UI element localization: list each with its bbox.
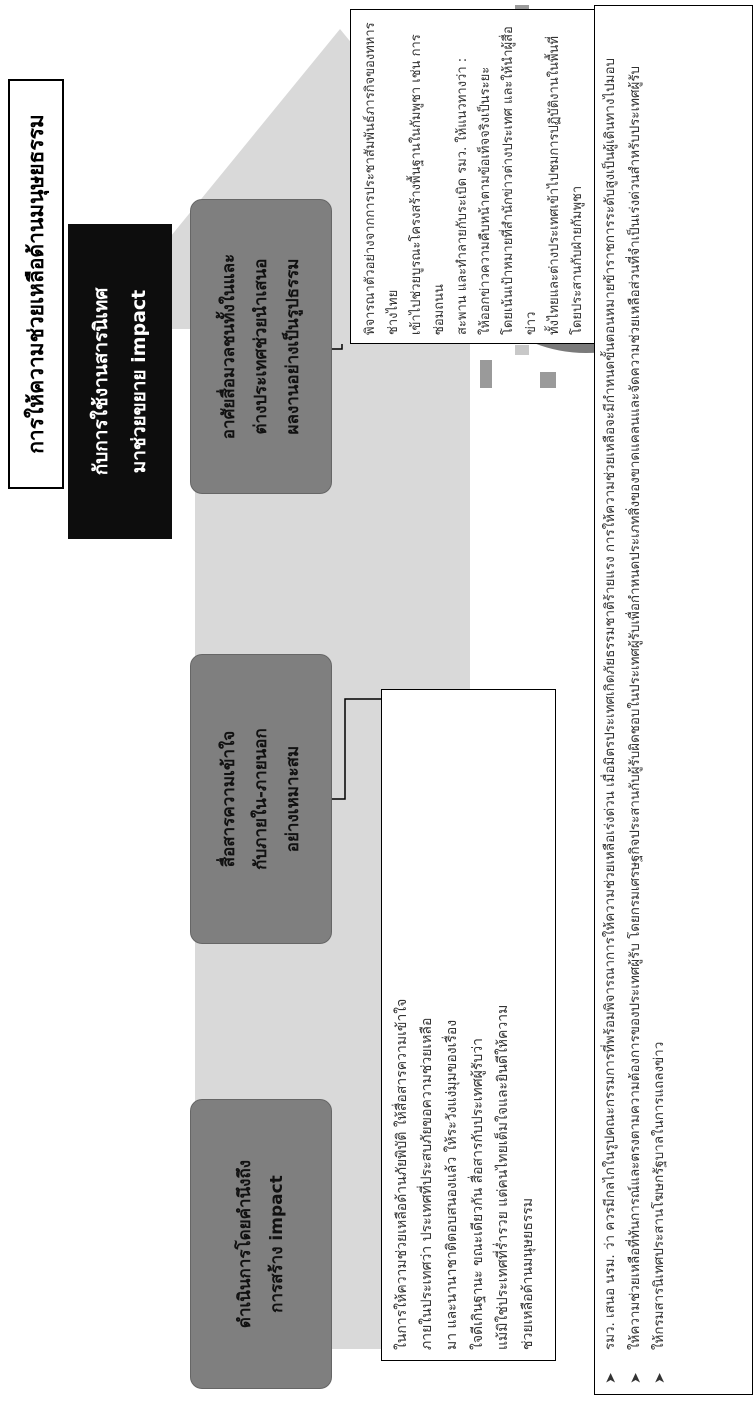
info-box-line: พิจารณาตัวอย่างจากการประชาสัมพันธ์ภารกิจ… xyxy=(363,22,401,335)
recommendation-item: ➤ ให้ความช่วยเหลือที่ทันการณ์และตรงตามคว… xyxy=(624,16,649,1384)
recommendations-box: ➤ รมว. เสนอ นรม. ว่า ควรมีกลไกในรูปคณะกร… xyxy=(594,5,753,1395)
connector-line xyxy=(332,344,343,350)
info-box-line: เข้าไปช่วยบูรณะโครงสร้างพื้นฐานในกัมพูชา… xyxy=(409,34,447,335)
info-box-line: ให้ออกข่าวความคืบหน้าตามข้อเท็จจริงเป็นร… xyxy=(478,66,493,335)
info-box-line: ทั้งไทยและต่างประเทศเข้าไปชมการปฏิบัติงา… xyxy=(547,36,562,335)
recommendation-item: ➤ ให้กรมสารนิเทศประสานโฆษกรัฐบาลในการแถล… xyxy=(648,16,673,1384)
info-box-left: ในการให้ความช่วยเหลือด้านภัยพิบัติ ให้สื… xyxy=(381,689,556,1361)
info-box-line: มา และนานาชาติตอบสนองแล้ว ให้ระวังแง่มุม… xyxy=(444,1019,461,1350)
recommendation-text: ให้ความช่วยเหลือที่ทันการณ์และตรงตามความ… xyxy=(627,65,643,1350)
info-box-line: แม้มิใช่ประเทศที่ร่ำรวย แต่คนไทยเต็มใจแล… xyxy=(494,1004,511,1350)
bullet-arrow-icon: ➤ xyxy=(627,1372,644,1384)
info-box-line: ภายในประเทศว่า ประเทศที่ประสบภัยขอความช่… xyxy=(419,1017,436,1350)
info-box-line: โดยประสานกับฝ่ายกัมพูชา xyxy=(570,185,585,335)
info-box-line: โดยเน้นเป้าหมายที่สำนักข่าวต่างประเทศ แล… xyxy=(501,26,539,335)
connector-line xyxy=(332,698,383,800)
info-box-line: ใจดีเกินฐานะ ขณะเดียวกัน สื่อสารกับประเท… xyxy=(469,1037,486,1350)
info-box-line: สะพาน และทำลายกับระเบิด รมว. ให้แนวทางว่… xyxy=(455,57,470,335)
bullet-arrow-icon: ➤ xyxy=(652,1372,668,1384)
bullet-arrow-icon: ➤ xyxy=(603,1372,619,1384)
recommendation-item: ➤ รมว. เสนอ นรม. ว่า ควรมีกลไกในรูปคณะกร… xyxy=(599,16,624,1384)
recommendation-text: ให้กรมสารนิเทศประสานโฆษกรัฐบาลในการแถลงข… xyxy=(652,1041,667,1350)
recommendation-text: รมว. เสนอ นรม. ว่า ควรมีกลไกในรูปคณะกรรม… xyxy=(603,57,618,1350)
info-box-line: ช่วยเหลือด้านมนุษยธรรม xyxy=(520,1197,537,1350)
info-box-line: ในการให้ความช่วยเหลือด้านภัยพิบัติ ให้สื… xyxy=(394,998,410,1350)
